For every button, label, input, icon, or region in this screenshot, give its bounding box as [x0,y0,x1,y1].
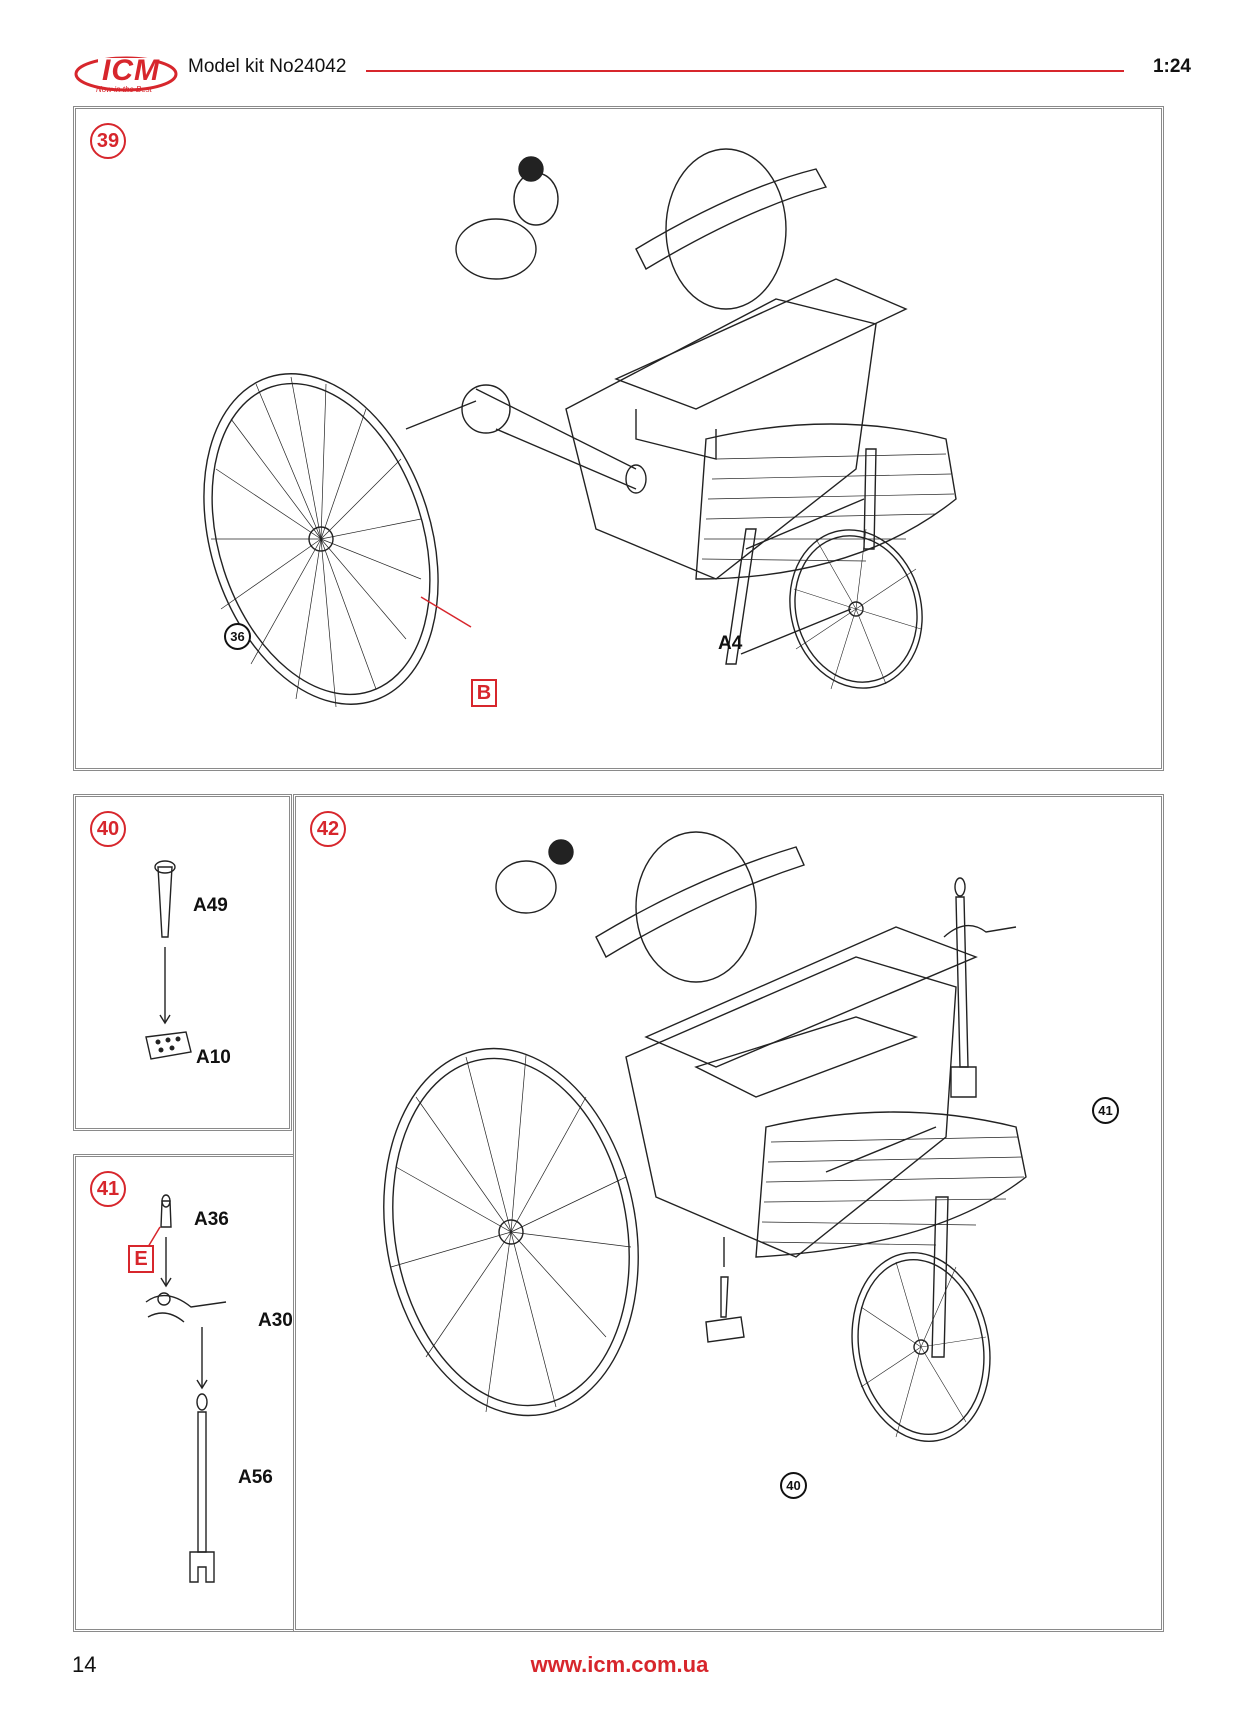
website-link[interactable]: www.icm.com.ua [530,1652,709,1677]
part-a49-label: A49 [193,895,228,916]
step-42-panel: 42 41 40 [293,794,1164,1632]
step-39-number: 39 [90,123,126,159]
logo-text: ICM [102,54,160,87]
part-a56-label: A56 [238,1467,273,1488]
rear-wheel-drawing [203,373,439,708]
paint-code-e: E [128,1245,154,1273]
step-40-number: 40 [90,811,126,847]
header-rule [366,70,1124,72]
step-41-drawing [141,1194,227,1583]
step-42-number: 42 [310,811,346,847]
ref-41-badge: 41 [1092,1097,1119,1124]
icm-logo-graphic [74,56,178,92]
step-39-panel: 39 36 A4 B [73,106,1164,771]
logo: ICM Now in the Best [72,48,180,98]
step-40-panel: 40 A49 A10 [73,794,292,1131]
step-42-drawing [383,831,1027,1442]
step-41-number: 41 [90,1171,126,1207]
part-a4-label: A4 [718,633,743,654]
kit-title: Model kit No24042 [188,56,347,77]
logo-tagline: Now in the Best [96,85,153,94]
ref-40-badge: 40 [780,1472,807,1499]
step-40-drawing [145,860,192,1060]
page-number: 14 [72,1652,97,1677]
scale-label: 1:24 [1152,56,1191,77]
part-a36-label: A36 [194,1209,229,1230]
ref-36-badge: 36 [224,623,251,650]
part-a10-label: A10 [196,1047,231,1068]
paint-code-b: B [471,679,497,707]
step-39-drawing [203,148,957,708]
part-a30-label: A30 [258,1310,293,1331]
